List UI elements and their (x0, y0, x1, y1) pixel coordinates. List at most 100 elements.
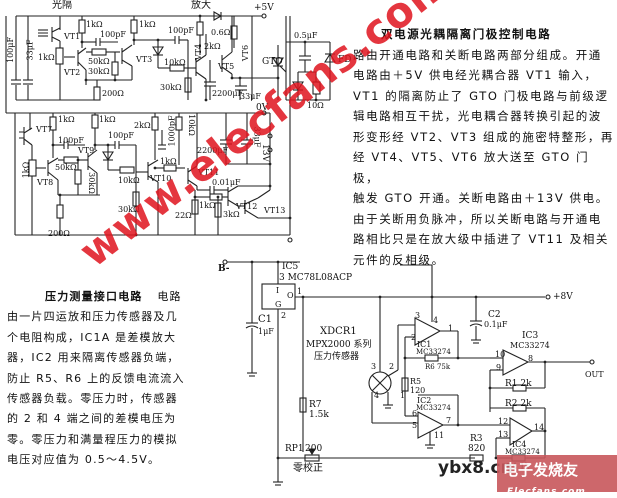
sensor-pin-4: 4 (374, 391, 380, 400)
ic2-part: MC33274 (416, 404, 451, 412)
ic5-pin-1: 1 (297, 287, 303, 296)
ic1-pin-4: 4 (433, 316, 439, 325)
sensor-name: XDCR1 (320, 326, 357, 337)
r6-name: R6 (425, 363, 435, 371)
label-r-1k-a: 1kΩ (86, 20, 103, 29)
watermark-badge: 电子发烧友Elecfans.com (497, 455, 617, 497)
label-r-200-b: 200Ω (48, 229, 70, 238)
ic1-part: MC33274 (416, 348, 451, 356)
sensor-part: MPX2000 系列 (306, 340, 372, 350)
text-line: 器，IC2 用来隔离传感器负端， (7, 351, 180, 365)
terminal-b-minus: B- (218, 264, 230, 274)
label-c-100pf-d: 100pF (108, 131, 134, 140)
label-r-50k-b: 50kΩ (55, 163, 77, 172)
r3-name: R3 (470, 434, 483, 444)
label-c-2200-b: 2200μF (197, 146, 229, 155)
label-optical-isolation: 光隔 (52, 0, 72, 11)
label-r-50k-a: 50kΩ (88, 57, 110, 66)
label-r-1k-f: 1kΩ (199, 201, 216, 210)
label-vt6: VT6 (241, 44, 251, 62)
label-r-30k-b: 30kΩ (160, 83, 182, 92)
label-r-1k-pot: 1kΩ (38, 53, 55, 62)
label-r-22: 22Ω (175, 211, 192, 220)
circuit-1-wiring (5, 11, 336, 243)
section-title-pressure: 压力测量接口电路 (45, 290, 143, 303)
text-line: 电路 (157, 290, 182, 303)
label-r-10k-a: 10kΩ (164, 58, 186, 67)
label-c-001: 0.01μF (212, 178, 241, 187)
text-line: 传感器负载。零压力时，传感器 (7, 392, 178, 406)
label-c-100pf-a: 100pF (100, 30, 126, 39)
text-line: 触发 GTO 开通。关断电路由＋13V 供电。 (353, 191, 609, 205)
rp1-name: RP1 (285, 444, 304, 454)
ic3-pin-10: 10 (495, 350, 506, 359)
label-r-30k-c: 30kΩ (86, 172, 96, 194)
label-r-10k-c: 10kΩ (186, 114, 196, 136)
text-line: 防止 R5、R6 上的反馈电流流入 (7, 371, 185, 385)
label-r-1k-b: 1kΩ (139, 20, 156, 29)
section-title-gate-control: 双电源光耦隔离门极控制电路 (381, 27, 552, 41)
label-vt8: VT8 (37, 178, 54, 187)
sensor-pin-3: 3 (371, 362, 377, 371)
c1-value: 1μF (258, 327, 274, 336)
text-line: 辑电路相互干扰，光电耦合器转换引起的波 (353, 109, 602, 123)
sensor-desc: 压力传感器 (314, 352, 360, 362)
ic2-pin-7: 7 (446, 416, 452, 425)
label-r-2k-a: 2kΩ (204, 42, 221, 51)
ic4-pin-13: 13 (498, 430, 509, 439)
label-vt2: VT2 (64, 68, 81, 77)
ic3-pin-9: 9 (496, 363, 502, 372)
text-line: 路由开通电路和关断电路两部分组成。开通 (353, 47, 602, 62)
ic5-pin-o: O (287, 291, 294, 300)
c1-name: C1 (258, 314, 273, 325)
text-line: 个电阻构成，IC1A 是差模放大 (7, 330, 177, 344)
terminal-0v: 0V (256, 103, 269, 113)
label-c-2200-a: 2200μF (212, 89, 244, 98)
ic2-pin-6: 6 (412, 409, 418, 418)
label-r-10: 10Ω (307, 101, 324, 110)
r1-value: 2k (520, 379, 532, 389)
terminal-gto: GTO (262, 57, 283, 67)
c2-name: C2 (488, 310, 501, 320)
cap-100uf: 100μF (6, 36, 16, 64)
circuit-1-diagram: 光隔 放大 +5V 0V 13V GTO FD 100μF 33μF VT1 V… (0, 0, 351, 255)
label-amplify: 放大 (191, 0, 211, 11)
label-vt10: VT10 (150, 174, 172, 183)
label-r-1k-pot2: 1kΩ (21, 161, 31, 179)
label-vt13: VT13 (264, 206, 286, 215)
r5-name: R5 (410, 377, 422, 386)
text-line: 路相比只是在放大级中插进了 VT11 及相关 (353, 232, 610, 246)
ic3-part: MC33274 (510, 341, 550, 350)
label-r-06: 0.6Ω (211, 28, 231, 37)
label-vt11: VT11 (198, 168, 220, 177)
terminal-fd: FD (338, 55, 352, 65)
label-vt1: VT1 (64, 32, 81, 41)
ic5-pin-i: I (276, 286, 280, 295)
ic5-name: IC5 (282, 262, 299, 272)
r6-label: R6 75k (425, 362, 450, 372)
label-r-1k-c: 1kΩ (58, 115, 75, 124)
ic1-pin-1: 1 (448, 324, 454, 333)
label-r-1k-e: 1kΩ (160, 157, 177, 166)
label-c-05: 0.5μF (294, 31, 318, 40)
text-line: VT1 的隔离防止了 GTO 门极电路与前级逻 (353, 88, 609, 103)
text-line: 由于关断用负脉冲，所以关断电路与开通电 (353, 211, 602, 226)
label-r-3k: 3kΩ (223, 210, 240, 219)
r2-label: R2 2k (505, 399, 532, 409)
ic4-name: IC4 (512, 440, 527, 449)
label-vt5: VT5 (218, 62, 235, 71)
label-r-1k-d: 1kΩ (99, 115, 116, 124)
label-r-10k-b: 10kΩ (118, 176, 140, 185)
ic1-pin-3: 3 (415, 311, 421, 320)
r3-value: 820 (468, 444, 486, 454)
terminal-plus5v: +5V (254, 3, 274, 13)
label-r-30k-a: 30kΩ (88, 67, 110, 76)
ic3-name: IC3 (522, 331, 539, 341)
r1-name: R1 (505, 379, 518, 389)
terminal-plus8v: +8V (553, 292, 573, 302)
r7-name: R7 (309, 400, 322, 410)
text-line: 电路由＋5V 供电经光耦合器 VT1 输入， (353, 68, 598, 82)
ic2-pin-11: 11 (434, 431, 445, 440)
c2-value: 0.1μF (484, 320, 508, 329)
label-vt3: VT3 (136, 55, 153, 64)
